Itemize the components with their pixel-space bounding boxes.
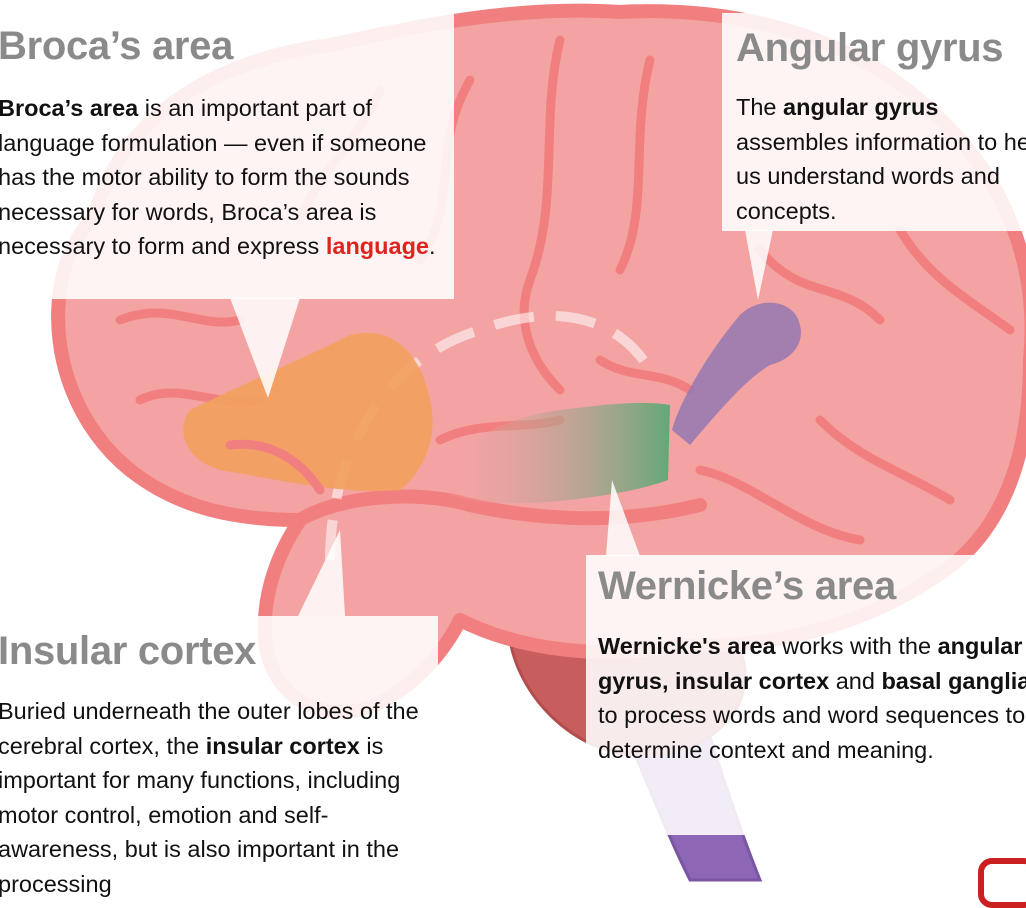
wernicke-callout: Wernicke’s area Wernicke's area works wi… <box>586 555 1026 835</box>
angular-text-1: The <box>736 94 783 120</box>
angular-text-2: assembles information to help us underst… <box>736 129 1026 224</box>
wernicke-text-1: works with the <box>776 633 938 659</box>
wernicke-description: Wernicke's area works with the angular g… <box>598 629 1026 767</box>
wernicke-title: Wernicke’s area <box>598 563 1026 609</box>
angular-gyrus-callout: Angular gyrus The angular gyrus assemble… <box>722 13 1026 231</box>
angular-term: angular gyrus <box>783 94 938 120</box>
insular-title: Insular cortex <box>0 628 438 674</box>
wernicke-term: Wernicke's area <box>598 633 776 659</box>
broca-title: Broca’s area <box>0 23 454 69</box>
insular-description: Buried underneath the outer lobes of the… <box>0 694 438 901</box>
broca-callout: Broca’s area Broca’s area is an importan… <box>0 13 454 299</box>
broca-term: Broca’s area <box>0 95 138 121</box>
wernicke-text-3: to process words and word sequences to d… <box>598 702 1025 763</box>
wernicke-text-2: and <box>829 668 881 694</box>
broca-description: Broca’s area is an important part of lan… <box>0 91 454 264</box>
corner-logo-fragment <box>978 858 1026 908</box>
insular-term: insular cortex <box>206 733 360 759</box>
angular-title: Angular gyrus <box>736 25 1026 71</box>
broca-highlight: language <box>326 233 429 259</box>
wernicke-term-3: basal ganglia <box>881 668 1026 694</box>
angular-description: The angular gyrus assembles information … <box>736 90 1026 228</box>
broca-text-2: . <box>429 233 436 259</box>
insular-cortex-callout: Insular cortex Buried underneath the out… <box>0 616 438 906</box>
